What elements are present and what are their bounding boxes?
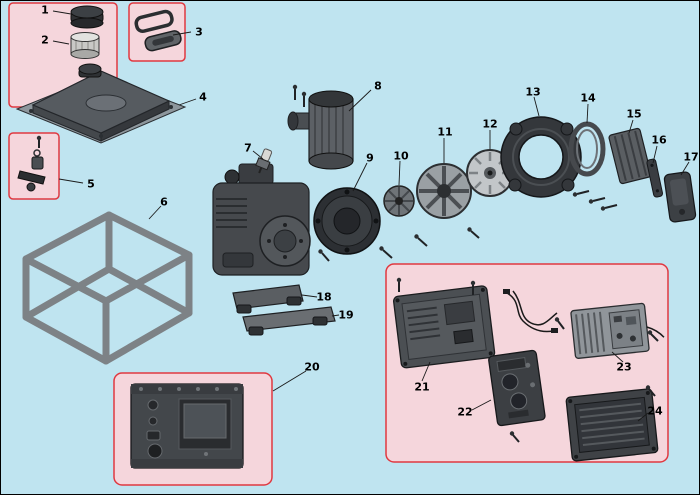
- leader-line-18: [301, 294, 318, 298]
- part-12-flywheel-fan: [466, 149, 514, 197]
- leader-line-22: [471, 399, 492, 411]
- part-13-fan-shroud: [500, 116, 582, 198]
- wire-harness: [503, 289, 558, 333]
- part-label-6: 6: [160, 195, 168, 209]
- part-label-20: 20: [304, 360, 320, 374]
- part-16-bracket-strip: [646, 158, 664, 198]
- leader-line-23: [611, 351, 624, 363]
- part-6-frame: [22, 211, 193, 365]
- part-7-spark-plug: [255, 148, 273, 174]
- leader-line-13: [533, 96, 540, 117]
- part-24-rear-panel: [565, 388, 659, 462]
- part-label-7: 7: [244, 141, 252, 155]
- part-label-8: 8: [374, 79, 382, 93]
- part-label-14: 14: [580, 91, 596, 105]
- part-label-23: 23: [616, 360, 632, 374]
- leader-line-2: [52, 40, 70, 45]
- part-label-3: 3: [195, 25, 203, 39]
- part-label-9: 9: [366, 151, 374, 165]
- part-label-2: 2: [41, 33, 49, 47]
- part-label-17: 17: [683, 150, 699, 164]
- part-10-rotor: [383, 185, 415, 217]
- part-label-24: 24: [647, 404, 663, 418]
- leader-line-6: [148, 205, 162, 220]
- part-label-4: 4: [199, 90, 207, 104]
- screw-set-panel-box: [396, 277, 659, 443]
- leader-line-19: [331, 314, 340, 317]
- part-14-ring: [568, 121, 606, 177]
- part-3-gaskets: [134, 9, 182, 52]
- part-label-16: 16: [651, 133, 667, 147]
- part-label-21: 21: [414, 380, 430, 394]
- leader-line-8: [348, 89, 372, 112]
- part-21-rear-housing: [392, 285, 496, 369]
- leader-line-24: [637, 412, 649, 422]
- leader-line-9: [352, 162, 368, 192]
- part-5-fuel-petcock: [17, 135, 46, 192]
- leader-line-21: [421, 361, 431, 382]
- screw-set-top: [292, 84, 307, 107]
- part-4-fuel-tank: [15, 63, 187, 144]
- leader-line-10: [398, 160, 401, 186]
- leader-line-3: [172, 31, 192, 36]
- part-label-15: 15: [626, 107, 642, 121]
- leader-line-15: [628, 119, 634, 134]
- part-label-11: 11: [437, 125, 453, 139]
- part-20-control-panel: [130, 383, 244, 469]
- leader-line-20: [272, 370, 307, 392]
- part-8-air-cleaner: [287, 90, 354, 170]
- leader-line-4: [178, 98, 197, 106]
- part-1-filter-cover: [70, 5, 104, 29]
- part-label-12: 12: [482, 117, 498, 131]
- part-19-bracket-lower: [242, 306, 336, 336]
- screw-set-center: [318, 227, 480, 262]
- leader-line-17: [680, 161, 690, 176]
- part-2-filter-element: [70, 32, 100, 59]
- leader-line-7: [252, 150, 264, 160]
- leader-line-14: [586, 103, 589, 124]
- part-label-22: 22: [457, 405, 473, 419]
- part-label-1: 1: [41, 3, 49, 17]
- screw-set-shroud: [572, 190, 618, 211]
- part-label-18: 18: [316, 290, 332, 304]
- part-22-panel-face: [488, 349, 546, 427]
- part-label-5: 5: [87, 177, 95, 191]
- part-label-19: 19: [338, 308, 354, 322]
- part-label-10: 10: [393, 149, 409, 163]
- part-17-side-panel: [663, 171, 697, 223]
- leader-line-16: [652, 145, 658, 164]
- part-23-inverter: [570, 302, 665, 359]
- engine-assembly: [212, 163, 311, 276]
- leader-line-1: [52, 10, 72, 15]
- part-9-alternator: [313, 187, 381, 255]
- part-label-13: 13: [525, 85, 541, 99]
- part-11-fan-wheel: [416, 163, 472, 219]
- part-15-filter-block: [608, 127, 652, 185]
- part-18-bracket-upper: [232, 284, 304, 314]
- leader-line-5: [58, 178, 84, 184]
- leader-lines: [52, 10, 690, 422]
